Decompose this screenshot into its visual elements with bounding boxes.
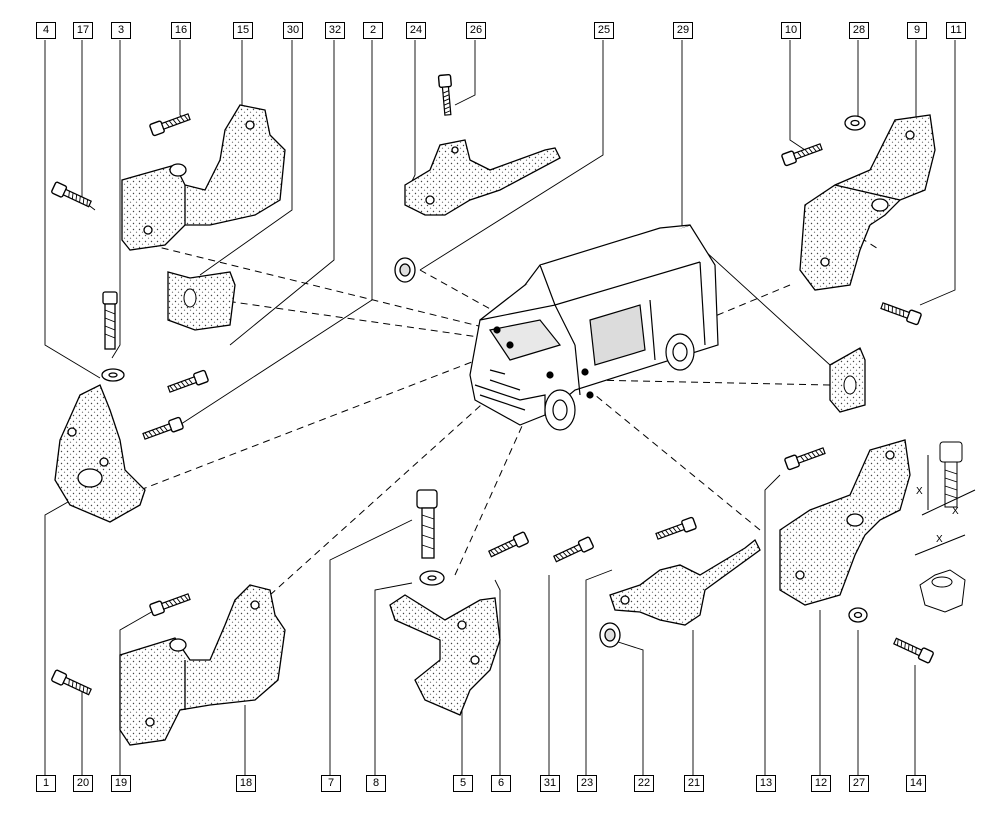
callout-28: 28 xyxy=(849,22,869,39)
callout-19: 19 xyxy=(111,775,131,792)
callout-26: 26 xyxy=(466,22,486,39)
callout-1: 1 xyxy=(36,775,56,792)
callout-17: 17 xyxy=(73,22,93,39)
callout-9: 9 xyxy=(907,22,927,39)
callout-11: 11 xyxy=(946,22,966,39)
hinge-lower-right xyxy=(779,439,911,623)
callout-16: 16 xyxy=(171,22,191,39)
callout-4: 4 xyxy=(36,22,56,39)
callout-21: 21 xyxy=(684,775,704,792)
hinge-upper-left xyxy=(121,104,286,251)
callout-14: 14 xyxy=(906,775,926,792)
dimension-detail xyxy=(914,441,976,613)
callout-24: 24 xyxy=(406,22,426,39)
dimension-x-2: X xyxy=(952,506,959,517)
callout-29: 29 xyxy=(673,22,693,39)
dimension-x-1: X xyxy=(916,486,923,497)
shim-30 xyxy=(167,271,236,331)
callout-31: 31 xyxy=(540,775,560,792)
callout-20: 20 xyxy=(73,775,93,792)
callout-7: 7 xyxy=(321,775,341,792)
hinge-bottom-left xyxy=(119,584,286,746)
door-check-lower xyxy=(599,538,761,648)
bracket-lower-center xyxy=(389,489,501,716)
callout-3: 3 xyxy=(111,22,131,39)
callout-2: 2 xyxy=(363,22,383,39)
hinge-lower-left xyxy=(54,291,146,523)
callout-18: 18 xyxy=(236,775,256,792)
door-check-upper xyxy=(394,139,561,283)
callout-12: 12 xyxy=(811,775,831,792)
hinge-upper-right xyxy=(799,114,936,291)
callout-13: 13 xyxy=(756,775,776,792)
callout-5: 5 xyxy=(453,775,473,792)
callout-25: 25 xyxy=(594,22,614,39)
callout-10: 10 xyxy=(781,22,801,39)
van-illustration xyxy=(469,224,719,431)
callout-22: 22 xyxy=(634,775,654,792)
callout-30: 30 xyxy=(283,22,303,39)
callout-8: 8 xyxy=(366,775,386,792)
callout-6: 6 xyxy=(491,775,511,792)
callout-27: 27 xyxy=(849,775,869,792)
callout-32: 32 xyxy=(325,22,345,39)
dimension-x-3: X xyxy=(936,534,943,545)
callout-23: 23 xyxy=(577,775,597,792)
callout-15: 15 xyxy=(233,22,253,39)
